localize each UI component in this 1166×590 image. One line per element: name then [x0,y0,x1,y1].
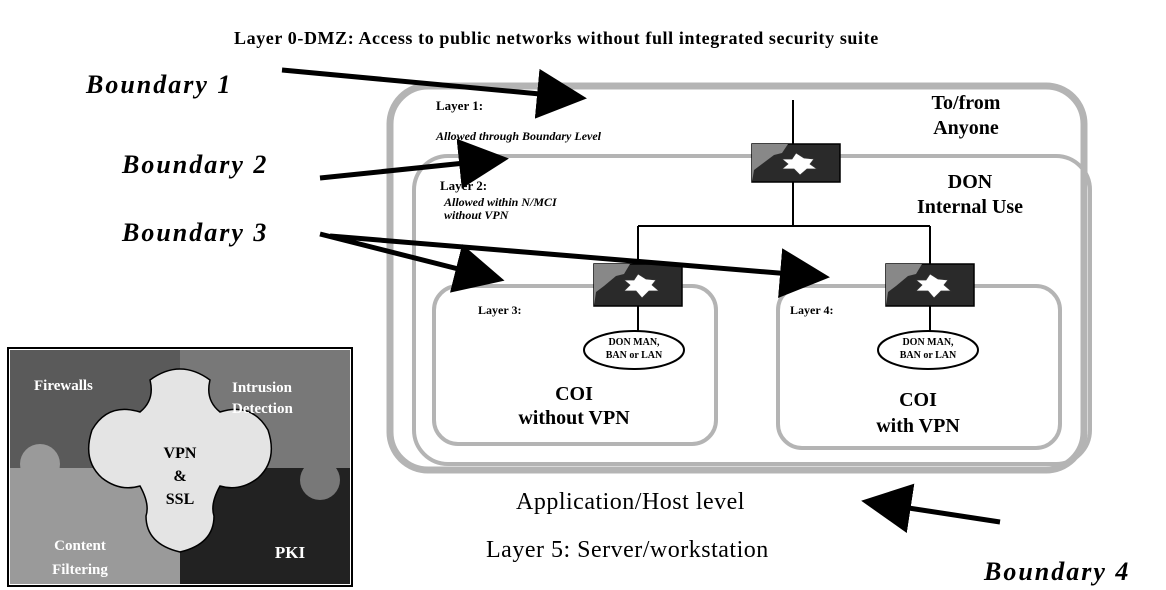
layer5-label: Layer 5: Server/workstation [486,537,769,563]
puzzle-label-intrusion: Intrusion [232,380,293,396]
boundary-4-label: Boundary 4 [983,557,1130,586]
boundary-3-label: Boundary 3 [121,218,268,247]
layer1-side-label: Anyone [933,117,999,139]
puzzle-label-vpn: VPN [164,445,197,462]
layer2-description: Allowed within N/MCI [443,195,558,209]
network-ellipse-layer4: DON MAN, BAN or LAN [877,330,979,370]
layer1-boundary-box [386,82,1088,474]
puzzle-label-content: Filtering [52,562,108,578]
boundary-2-label: Boundary 2 [121,150,268,179]
boundary-1-arrow [281,67,587,119]
network-label: BAN or LAN [606,350,663,361]
puzzle-label-intrusion: Detection [232,401,293,417]
layer1-side-label: To/from [932,92,1001,114]
boundary-3-arrow [329,233,830,299]
router-icon [885,263,975,307]
boundary-arrows [281,67,1001,534]
boundary-3-arrow [319,231,505,293]
puzzle-label-vpn: & [173,468,186,485]
boundary-1-label: Boundary 1 [85,70,232,99]
network-connectors [637,100,931,332]
router-icon [751,143,841,183]
coi-subtitle: without VPN [518,407,630,429]
diagram-title: Layer 0-DMZ: Access to public networks w… [234,28,879,48]
coi-title: COI [555,383,593,405]
layer1-label: Layer 1: [436,98,483,113]
layer2-description: without VPN [444,208,510,222]
coi-title: COI [899,389,937,411]
network-label: BAN or LAN [900,350,957,361]
network-label: DON MAN, [608,337,660,348]
layer1-description: Allowed through Boundary Level [435,129,602,143]
puzzle-label-content: Content [54,538,106,554]
security-puzzle: Firewalls Intrusion Detection VPN & SSL … [7,347,353,587]
layer4-label: Layer 4: [790,303,833,317]
boundary-4-arrow [861,483,1001,534]
network-ellipse-layer3: DON MAN, BAN or LAN [583,330,685,370]
layer2-side-label: DON [948,171,993,193]
network-label: DON MAN, [902,337,954,348]
layer2-label: Layer 2: [440,178,487,193]
router-icon [593,263,683,307]
puzzle-label-vpn: SSL [166,491,194,508]
layer3-boundary-box [432,284,718,446]
coi-subtitle: with VPN [876,415,960,437]
puzzle-label-pki: PKI [275,543,306,562]
layer3-label: Layer 3: [478,303,521,317]
puzzle-label-firewalls: Firewalls [34,378,93,394]
puzzle-piece-vpn [87,368,273,553]
layer2-side-label: Internal Use [917,196,1023,218]
host-level-label: Application/Host level [516,489,745,515]
boundary-2-arrow [319,138,509,189]
